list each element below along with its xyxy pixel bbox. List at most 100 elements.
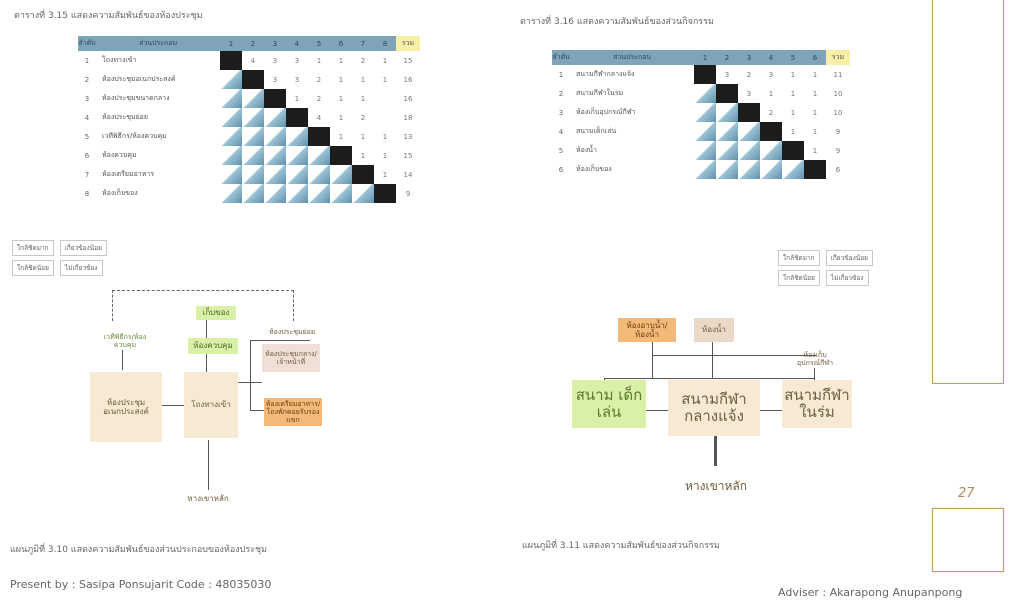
row-number: 7 [84, 170, 90, 179]
matrix-cell-shaded [242, 89, 264, 108]
legend-item: ไม่เกี่ยวข้อง [825, 270, 869, 286]
node-toilet: ห้องอาบน้ำ/ห้องน้ำ [618, 318, 676, 342]
header-col: 1 [220, 36, 242, 51]
matrix-cell-shaded [220, 127, 242, 146]
matrix-cell-value: 1 [360, 132, 366, 141]
matrix-cell-value: 1 [338, 94, 344, 103]
matrix-cell-diagonal [782, 141, 804, 160]
matrix-cell-shaded [738, 122, 760, 141]
connector [250, 340, 310, 341]
legend-item: เกี่ยวข้องน้อย [825, 250, 873, 266]
row-name: ห้องควบคุม [102, 151, 137, 159]
matrix-cell-value: 1 [768, 89, 774, 98]
header-no: ลำดับ [552, 50, 570, 65]
matrix-cell-shaded [716, 141, 738, 160]
matrix-cell-value: 1 [338, 132, 344, 141]
matrix-cell-shaded [242, 146, 264, 165]
row-total: 10 [833, 108, 843, 117]
legend-item: ไม่เกี่ยวข้อง [59, 260, 103, 276]
legend-item: ใกล้ชิดน้อย [12, 260, 54, 276]
matrix-cell-shaded [716, 160, 738, 179]
legend-item: ใกล้ชิดน้อย [778, 270, 820, 286]
node-indoor-field: สนามกีฬา ในร่ม [782, 380, 852, 428]
row-total: 18 [403, 113, 413, 122]
matrix-cell-shaded [760, 160, 782, 179]
matrix-cell-diagonal [738, 103, 760, 122]
connector [122, 350, 123, 370]
header-col: 4 [286, 36, 308, 51]
matrix-cell-value [374, 89, 396, 108]
header-col: 2 [716, 50, 738, 65]
matrix-cell-shaded [264, 127, 286, 146]
header-total: รวม [826, 50, 850, 65]
row-number: 6 [558, 165, 564, 174]
matrix-cell-shaded [352, 184, 374, 203]
matrix-cell-shaded [308, 165, 330, 184]
matrix-cell-value: 3 [294, 56, 300, 65]
row-total: 6 [835, 165, 841, 174]
header-col: 3 [264, 36, 286, 51]
header-no: ลำดับ [78, 36, 96, 51]
row-name: สนามเด็กเล่น [576, 127, 617, 135]
row-total: 15 [403, 56, 413, 65]
matrix-cell-shaded [330, 165, 352, 184]
matrix-cell-value: 1 [360, 151, 366, 160]
matrix-cell-shaded [286, 184, 308, 203]
header-col: 4 [760, 50, 782, 65]
matrix-cell-shaded [694, 160, 716, 179]
diagram-right-caption: แผนภูมิที่ 3.11 แสดงความสัมพันธ์ของส่วนก… [522, 541, 720, 551]
matrix-cell-diagonal [330, 146, 352, 165]
matrix-cell-shaded [694, 84, 716, 103]
connector [814, 368, 815, 386]
matrix-cell-value: 3 [272, 75, 278, 84]
node-main-entrance: หางเขาหลัก [187, 494, 229, 504]
matrix-cell-shaded [286, 127, 308, 146]
matrix-cell-value: 1 [790, 70, 796, 79]
matrix-cell-diagonal [286, 108, 308, 127]
matrix-cell-value: 1 [812, 108, 818, 117]
matrix-cell-shaded [694, 122, 716, 141]
row-name: ห้องประชุมย่อย [102, 113, 148, 121]
matrix-cell-shaded [738, 160, 760, 179]
table-left-caption: ตารางที่ 3.15 แสดงความสัมพันธ์ของห้องประ… [14, 11, 203, 21]
connector [250, 340, 251, 410]
matrix-cell-shaded [242, 184, 264, 203]
header-name: ส่วนประกอบ [570, 50, 694, 65]
row-name: ห้องน้ำ [576, 146, 597, 154]
matrix-cell-value: 1 [790, 89, 796, 98]
matrix-cell-value: 1 [382, 56, 388, 65]
row-name: ห้องเก็บอุปกรณ์กีฬา [576, 108, 636, 116]
connector [760, 410, 782, 411]
header-col: 5 [308, 36, 330, 51]
legend-right: ใกล้ชิดมาก เกี่ยวข้องน้อย ใกล้ชิดน้อย ไม… [778, 250, 873, 286]
matrix-cell-shaded [694, 141, 716, 160]
row-total: 16 [403, 94, 413, 103]
matrix-cell-value: 4 [250, 56, 256, 65]
matrix-cell-shaded [242, 108, 264, 127]
row-name: สนามกีฬากลางแจ้ง [576, 70, 635, 78]
matrix-cell-value: 2 [316, 94, 322, 103]
row-total: 9 [835, 127, 841, 136]
matrix-cell-shaded [308, 184, 330, 203]
header-col: 1 [694, 50, 716, 65]
node-main-entrance: หางเขาหลัก [684, 479, 748, 494]
node-outdoor-field: สนามกีฬา กลางแจ้ง [668, 380, 760, 436]
matrix-cell-shaded [220, 70, 242, 89]
node-small-rooms: ห้องประชุมย่อย [269, 327, 315, 336]
dashed-connector [112, 290, 294, 321]
matrix-cell-shaded [220, 184, 242, 203]
row-number: 1 [84, 56, 90, 65]
matrix-cell-value: 1 [360, 94, 366, 103]
row-number: 2 [84, 75, 90, 84]
matrix-cell-shaded [286, 165, 308, 184]
